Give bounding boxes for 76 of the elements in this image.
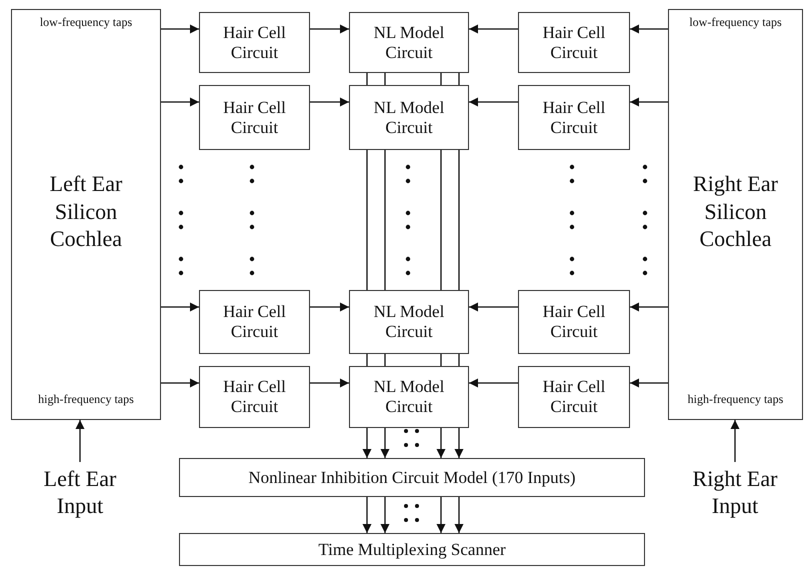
arrow [76,420,84,462]
arrow [630,98,668,106]
arrow [161,98,199,106]
connector-line [440,73,442,85]
arrow [469,24,518,34]
arrow [730,420,740,462]
circuit-box [179,458,645,497]
circuit-label: Hair Cell Circuit [222,98,287,138]
arrow [161,378,199,388]
circuit-box [518,366,630,428]
cochlea-box [668,9,803,420]
arrow [161,24,199,34]
circuit-box [349,290,469,354]
circuit-label: Nonlinear Inhibition Circuit Model (170 Inputs) [248,468,576,488]
input-label: Right Ear Input [692,464,778,520]
connector-line [458,150,460,290]
circuit-label: NL Model Circuit [372,302,446,342]
arrow [469,378,518,388]
circuit-box [518,85,630,150]
cochlea-label: Left Ear Silicon Cochlea [48,170,124,253]
tap-label: high-frequency taps [686,393,784,407]
arrow [310,302,349,312]
circuit-label: NL Model Circuit [372,98,446,138]
circuit-box [199,366,310,428]
circuit-label: Hair Cell Circuit [542,377,606,417]
arrow [630,24,668,34]
circuit-box [199,290,310,354]
circuit-label: Hair Cell Circuit [222,302,287,342]
arrow [310,24,349,34]
arrow [362,497,372,533]
circuit-label: Hair Cell Circuit [542,22,606,62]
arrow [630,302,668,312]
arrow [469,98,518,106]
connector-line [384,354,386,366]
connector-line [384,150,386,290]
tap-label: low-frequency taps [38,16,134,30]
arrow [310,378,349,388]
circuit-label: NL Model Circuit [372,22,446,62]
circuit-box [179,533,645,566]
circuit-box [518,290,630,354]
tap-label: high-frequency taps [37,393,135,407]
cochlea-label: Right Ear Silicon Cochlea [692,170,779,253]
connector-line [366,354,368,366]
connector-line [458,354,460,366]
connector-line [384,73,386,85]
cochlea-box [11,9,161,420]
circuit-label: Hair Cell Circuit [222,22,287,62]
circuit-box [349,85,469,150]
circuit-label: Hair Cell Circuit [542,302,606,342]
connector-line [366,73,368,85]
circuit-label: Hair Cell Circuit [222,377,287,417]
arrow [436,497,446,533]
circuit-box [349,366,469,428]
connector-line [440,354,442,366]
circuit-box [518,12,630,73]
circuit-label: Hair Cell Circuit [542,98,606,138]
input-label: Left Ear Input [42,464,118,520]
arrow [436,428,446,458]
arrow [310,98,349,106]
circuit-box [199,12,310,73]
circuit-label: Time Multiplexing Scanner [318,540,506,560]
arrow [454,428,464,458]
arrow [380,497,390,533]
arrow [362,428,372,458]
arrow [630,378,668,388]
arrow [161,302,199,312]
circuit-label: NL Model Circuit [372,377,446,417]
connector-line [366,150,368,290]
arrow [454,497,464,533]
tap-label: low-frequency taps [688,16,783,30]
arrow [380,428,390,458]
arrow [469,302,518,312]
connector-line [458,73,460,85]
connector-line [440,150,442,290]
circuit-box [199,85,310,150]
circuit-box [349,12,469,73]
